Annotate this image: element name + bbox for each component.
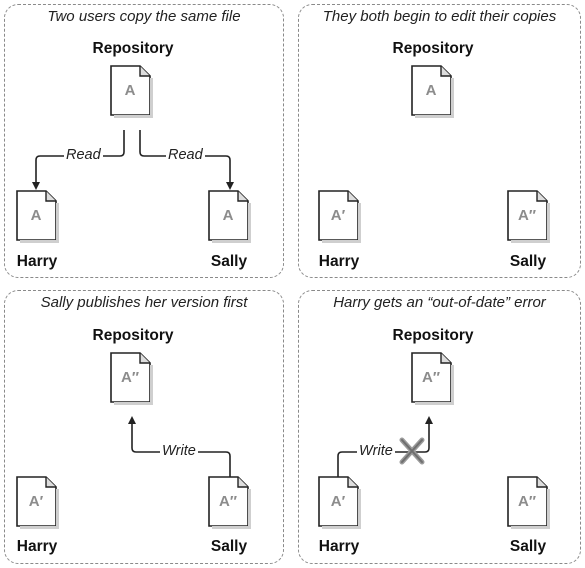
- sally-file-icon: A″: [208, 476, 251, 529]
- panel-caption: Harry gets an “out-of-date” error: [333, 294, 546, 311]
- file-version: A′: [28, 493, 44, 510]
- file-version: A: [222, 207, 234, 224]
- harry-file-icon: A: [16, 190, 59, 243]
- harry-label: Harry: [16, 253, 58, 270]
- harry-file-icon: A′: [318, 190, 361, 243]
- repository-file-icon: A: [110, 65, 153, 118]
- harry-label: Harry: [318, 253, 360, 270]
- sally-label: Sally: [210, 253, 248, 270]
- sally-label: Sally: [210, 538, 248, 555]
- harry-label: Harry: [318, 538, 360, 555]
- panel-caption: Sally publishes her version first: [40, 294, 248, 311]
- sally-file-icon: A″: [507, 476, 550, 529]
- harry-label: Harry: [16, 538, 58, 555]
- file-version: A″: [517, 207, 537, 224]
- repository-label: Repository: [392, 327, 474, 344]
- error-x-icon: [399, 437, 425, 465]
- sally-label: Sally: [509, 253, 547, 270]
- file-version: A″: [218, 493, 238, 510]
- file-version: A: [124, 82, 136, 99]
- repository-file-icon: A″: [411, 352, 454, 405]
- sally-label: Sally: [509, 538, 547, 555]
- file-version: A″: [517, 493, 537, 510]
- repository-label: Repository: [92, 40, 174, 57]
- repository-file-icon: A: [411, 65, 454, 118]
- harry-file-icon: A′: [16, 476, 59, 529]
- panel-caption: They both begin to edit their copies: [322, 8, 557, 25]
- file-version: A′: [330, 207, 346, 224]
- write-label-harry: Write: [357, 443, 395, 459]
- sally-file-icon: A: [208, 190, 251, 243]
- repository-label: Repository: [392, 40, 474, 57]
- file-version: A″: [120, 369, 140, 386]
- write-label-sally: Write: [160, 443, 198, 459]
- read-label-sally: Read: [166, 147, 205, 163]
- file-version: A″: [421, 369, 441, 386]
- file-version: A: [425, 82, 437, 99]
- read-label-harry: Read: [64, 147, 103, 163]
- harry-file-icon: A′: [318, 476, 361, 529]
- file-version: A′: [330, 493, 346, 510]
- repository-label: Repository: [92, 327, 174, 344]
- repository-file-icon: A″: [110, 352, 153, 405]
- panel-caption: Two users copy the same file: [47, 8, 241, 25]
- sally-file-icon: A″: [507, 190, 550, 243]
- file-version: A: [30, 207, 42, 224]
